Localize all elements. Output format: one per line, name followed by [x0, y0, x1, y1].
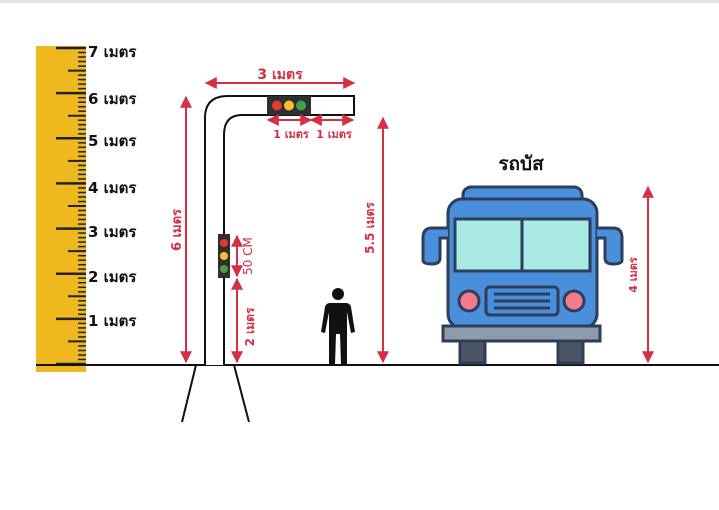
bus-icon [421, 185, 624, 365]
green-lamp-icon [296, 100, 306, 111]
yellow-lamp-icon [284, 100, 294, 111]
pole-base-left-line [181, 364, 197, 423]
ruler-label-5: 5 เมตร [88, 132, 137, 150]
ruler [36, 46, 86, 372]
side-light-base-label: 2 เมตร [243, 307, 257, 346]
side-yellow-lamp-icon [220, 252, 228, 260]
top-traffic-light [267, 96, 311, 115]
bus-bumper [441, 324, 602, 343]
ruler-label-1: 1 เมตร [88, 312, 137, 330]
ruler-label-6: 6 เมตร [88, 90, 137, 108]
side-light-height-label: 50 CM [241, 237, 255, 275]
person-icon [321, 288, 355, 365]
arm-left-segment-label: 1 เมตร [273, 128, 309, 141]
right-wheel [556, 339, 585, 365]
left-mirror-icon [421, 226, 448, 266]
traffic-light-pole [204, 95, 355, 365]
ruler-label-4: 4 เมตร [88, 179, 137, 197]
ruler-label-2: 2 เมตร [88, 268, 137, 286]
side-red-lamp-icon [220, 239, 228, 247]
pole-base-right-line [233, 364, 250, 423]
ruler-ticks [56, 46, 86, 366]
arm-right-segment-label: 1 เมตร [316, 128, 352, 141]
clearance-label: 5.5 เมตร [363, 202, 377, 254]
red-lamp-icon [272, 100, 282, 111]
bus-title: รถบัส [498, 153, 544, 175]
ruler-label-7: 7 เมตร [88, 43, 137, 61]
dimension-arrows [180, 77, 654, 364]
pole-height-label: 6 เมตร [170, 209, 185, 251]
arm-length-label: 3 เมตร [257, 67, 303, 83]
right-mirror-icon [597, 226, 624, 266]
side-green-lamp-icon [220, 265, 228, 273]
side-traffic-light [218, 234, 230, 278]
right-headlight-icon [562, 289, 586, 313]
bus-height-label: 4 เมตร [627, 257, 640, 293]
left-wheel [458, 339, 487, 365]
ruler-label-3: 3 เมตร [88, 223, 137, 241]
left-headlight-icon [457, 289, 481, 313]
